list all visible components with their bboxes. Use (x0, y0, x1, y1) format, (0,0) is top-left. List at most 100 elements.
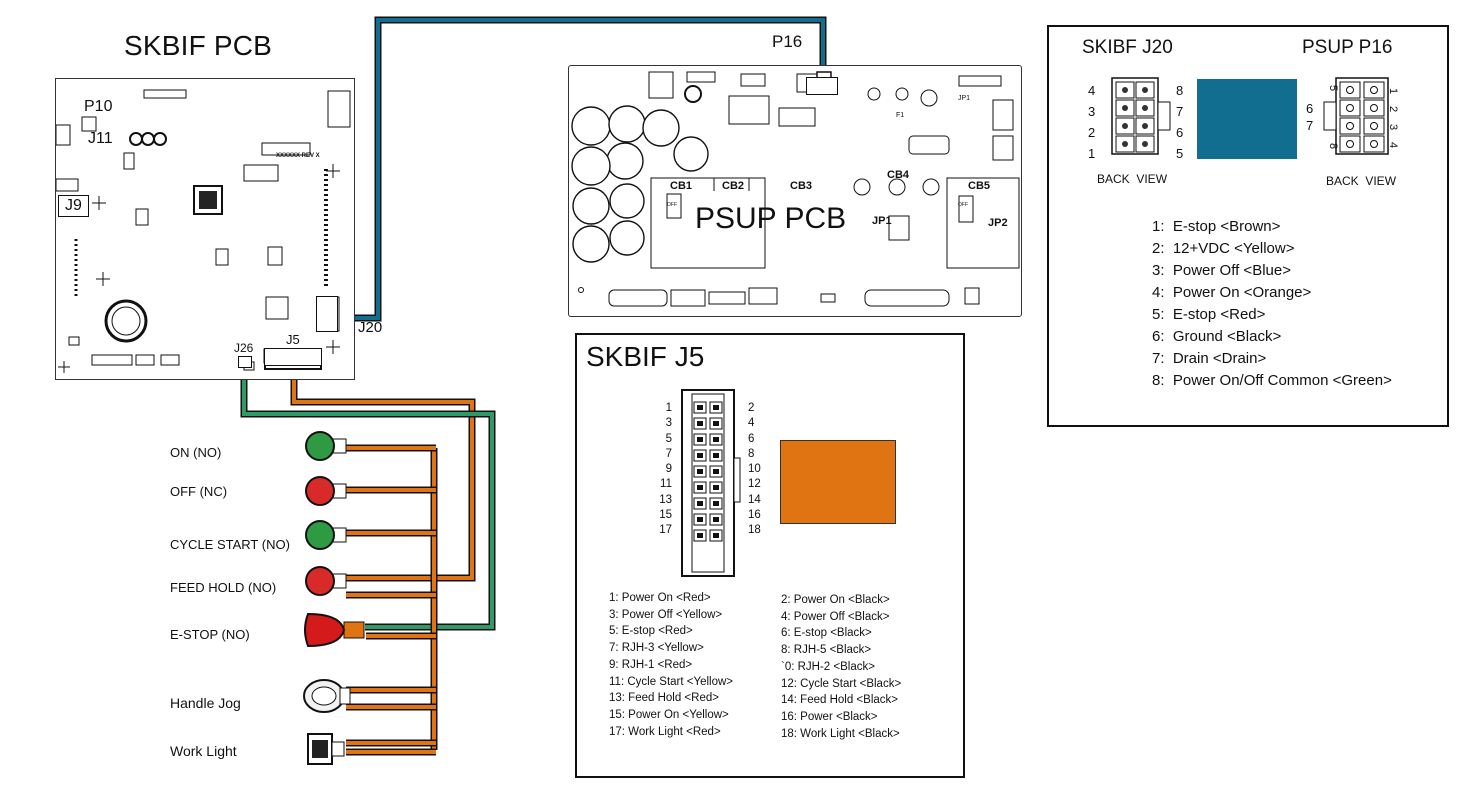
j5-pin-number: 7 (665, 447, 672, 460)
green-cable (242, 368, 494, 629)
pin-list-item: 4: Power Off <Black> (781, 610, 890, 623)
j5-pin-number: 16 (748, 509, 761, 522)
p16-left-numbers: 6 7 (1306, 100, 1313, 134)
pin-list-item: 7: RJH-3 <Yellow> (609, 642, 704, 655)
pin-list-item: `0: RJH-2 <Black> (781, 660, 875, 673)
j20-left-numbers: 4 3 2 1 (1088, 80, 1095, 164)
p16-pin-number: 3 (1387, 123, 1400, 131)
legend-item: 8: Power On/Off Common <Green> (1152, 372, 1392, 389)
j20-pin-number: 4 (1088, 83, 1096, 98)
p16-pin-number: 1 (1387, 87, 1400, 95)
pin-list-item: 3: Power Off <Yellow> (609, 608, 723, 621)
pin-list-item: 12: Cycle Start <Black> (781, 677, 902, 690)
p16-top-number: 5 (1327, 84, 1340, 92)
legend-item: 4: Power On <Orange> (1152, 284, 1312, 301)
on-button-icon (305, 431, 347, 461)
p16-pin-number: 4 (1387, 141, 1400, 149)
p16-pin-number: 7 (1306, 118, 1314, 133)
psup-pcb-title: PSUP PCB (695, 202, 847, 235)
pin-list-item: 2: Power On <Black> (781, 594, 890, 606)
j20-pin-number: 3 (1088, 104, 1096, 119)
pin-list-item: 11: Cycle Start <Yellow> (609, 675, 734, 688)
p16-back-view-label: BACK VIEW (1326, 174, 1397, 188)
p16-right-numbers: 1 2 3 4 (1387, 82, 1399, 154)
j5-panel-title: SKBIF J5 (586, 341, 705, 372)
feed-hold-button-icon (305, 566, 347, 596)
skbif-label-j26: J26 (234, 341, 254, 355)
skbif-label-p10: P10 (84, 98, 113, 115)
j26-connector (238, 356, 252, 368)
j20-pin-number: 6 (1176, 125, 1184, 140)
skbif-label-j11: J11 (88, 130, 113, 147)
psup-label-jp2: JP2 (988, 217, 1008, 229)
j20-pin-number: 2 (1088, 125, 1096, 140)
psup-label-p16: P16 (772, 32, 803, 51)
j5-pin-number: 15 (659, 509, 672, 522)
switch-label-on: ON (NO) (170, 445, 222, 460)
j5-left-pin-numbers: 1 3 5 7 9 11 13 15 17 (638, 401, 672, 539)
psup-label-jp1-top: JP1 (958, 95, 971, 102)
p16-pin-number: 6 (1306, 101, 1314, 116)
j5-pin-number: 6 (748, 432, 755, 445)
p16-panel-title: PSUP P16 (1302, 37, 1393, 58)
legend-item: 7: Drain <Drain> (1152, 350, 1267, 367)
j5-pin-number: 5 (665, 432, 672, 445)
j5-pin-number: 13 (659, 493, 672, 506)
j5-wire-color-swatch (780, 440, 896, 524)
psup-label-cb5: CB5 (968, 180, 991, 192)
off-button-icon (305, 476, 347, 506)
psup-label-cb4: CB4 (887, 169, 910, 181)
skbif-pcb-drawing (55, 89, 351, 373)
legend-item: 2: 12+VDC <Yellow> (1152, 240, 1295, 257)
skbif-pcb-title: SKBIF PCB (124, 30, 273, 61)
handle-jog-icon (303, 679, 351, 713)
j20-wire-color-swatch (1197, 79, 1297, 159)
psup-label-off2: OFF (958, 202, 968, 208)
j20-pin-number: 5 (1176, 146, 1184, 161)
j20-pin-number: 7 (1176, 104, 1184, 119)
j5-pin-number: 17 (659, 524, 672, 537)
pin-list-item: 9: RJH-1 <Red> (609, 658, 693, 671)
psup-label-jp1: JP1 (872, 215, 892, 227)
j5-connector (264, 348, 322, 366)
switch-label-handle-jog: Handle Jog (170, 695, 241, 711)
j20-panel-title: SKIBF J20 (1082, 37, 1173, 58)
skbif-label-j20: J20 (358, 319, 383, 336)
blue-cable (324, 18, 825, 320)
j20-connector (316, 296, 338, 332)
p16-bottom-number: 8 (1327, 142, 1340, 150)
pin-list-item: 16: Power <Black> (781, 710, 878, 723)
skbif-pcb-board (55, 78, 355, 380)
orange-bus (346, 444, 438, 756)
switch-label-estop: E-STOP (NO) (170, 627, 250, 642)
j5-pin-list-right: 2: Power On <Black> 4: Power Off <Black>… (781, 592, 901, 742)
j5-pin-number: 3 (665, 417, 672, 430)
psup-label-off1: OFF (667, 202, 677, 208)
pin-list-item: 6: E-stop <Black> (781, 627, 872, 640)
pin-list-item: 13: Feed Hold <Red> (609, 692, 719, 705)
orange-cable (292, 368, 474, 580)
switch-label-work-light: Work Light (170, 743, 237, 759)
pin-list-item: 8: RJH-5 <Black> (781, 644, 872, 657)
j20-pin-number: 1 (1088, 146, 1096, 161)
legend-item: 6: Ground <Black> (1152, 328, 1282, 345)
skbif-label-j5: J5 (286, 332, 300, 347)
wiring-layer (240, 16, 827, 756)
j5-pin-list-left: 1: Power On <Red> 3: Power Off <Yellow> … (609, 590, 733, 740)
psup-label-cb1: CB1 (670, 180, 693, 192)
skbif-label-j9: J9 (58, 195, 89, 217)
pin-list-item: 1: Power On <Red> (609, 592, 711, 604)
legend-item: 1: E-stop <Brown> (1152, 218, 1281, 235)
j20-back-view-label: BACK VIEW (1097, 172, 1168, 186)
work-light-switch-icon (307, 733, 345, 765)
p16-backview-drawing (1323, 77, 1389, 155)
p16-connector (806, 77, 838, 95)
skbif-label-rev: XXXXXX REV X (276, 153, 320, 159)
j5-pin-number: 4 (748, 417, 755, 430)
j20-right-numbers: 8 7 6 5 (1176, 80, 1183, 164)
j20-pin-legend: 1: E-stop <Brown> 2: 12+VDC <Yellow> 3: … (1152, 216, 1392, 392)
psup-label-cb2: CB2 (722, 180, 745, 192)
j5-pin-number: 1 (665, 402, 672, 414)
j5-pin-number: 2 (748, 402, 755, 414)
j5-pin-number: 9 (665, 463, 672, 476)
